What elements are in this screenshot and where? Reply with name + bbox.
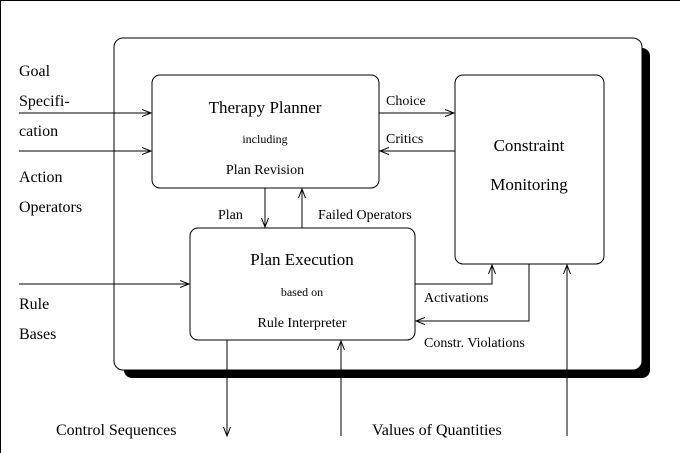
constraint-monitoring-box: Constraint Monitoring [454,74,605,265]
plan-execution-title: Plan Execution [250,250,354,269]
input-rule-line1: Rule [19,296,49,313]
edge-label-critics: Critics [386,132,423,147]
arrow-activations [415,265,492,285]
arrow-constr-violations [416,264,530,321]
output-control-sequences: Control Sequences [56,422,176,439]
constraint-monitoring-line1: Constraint [494,136,565,155]
input-action-line1: Action [19,169,63,186]
constraint-monitoring-line2: Monitoring [490,175,568,194]
edge-label-constr-violations: Constr. Violations [424,336,525,351]
therapy-planner-detail: Plan Revision [226,163,304,178]
edge-label-choice: Choice [386,94,426,109]
input-goal-line3: cation [19,123,58,140]
plan-execution-sub: based on [281,285,323,299]
therapy-planner-sub: including [242,132,287,146]
therapy-planner-title: Therapy Planner [209,98,322,117]
therapy-planner-box: Therapy Planner including Plan Revision [151,74,380,189]
input-action-line2: Operators [19,199,82,216]
input-goal-line1: Goal [19,63,51,80]
edge-label-activations: Activations [424,291,489,306]
output-values-of-quantities: Values of Quantities [372,422,502,439]
edge-label-failed-operators: Failed Operators [318,208,412,223]
input-goal-line2: Specifi- [19,93,70,110]
edge-label-plan: Plan [218,208,243,223]
input-rule-line2: Bases [19,326,56,343]
plan-execution-detail: Rule Interpreter [257,316,346,331]
plan-execution-box: Plan Execution based on Rule Interpreter [189,227,416,341]
